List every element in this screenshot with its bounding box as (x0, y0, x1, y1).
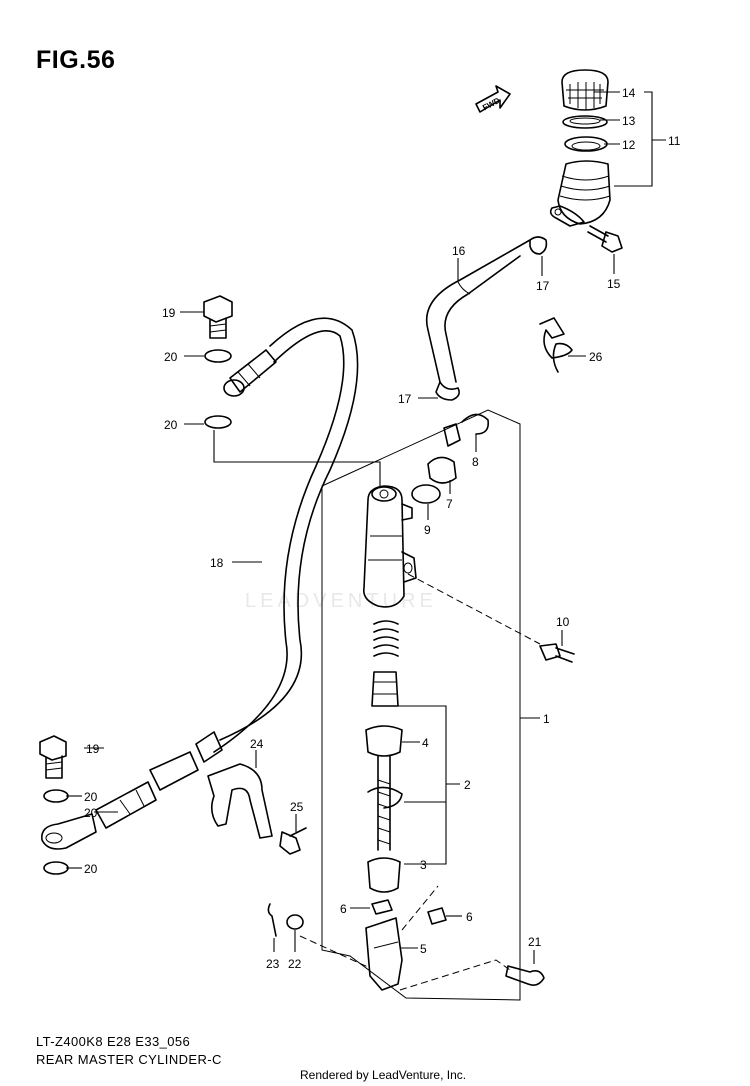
callout-20-upper-a: 20 (164, 350, 178, 364)
callout-9: 9 (424, 523, 431, 537)
callout-24: 24 (250, 737, 264, 751)
callout-10: 10 (556, 615, 570, 629)
forward-arrow-icon: FWD (475, 85, 511, 113)
hose-bracket (207, 763, 273, 839)
upper-banjo-bolt (203, 295, 233, 339)
rendered-by-credit: Rendered by LeadVenture, Inc. (300, 1068, 467, 1082)
callout-3: 3 (420, 858, 427, 872)
callout-19-upper: 19 (162, 306, 176, 320)
callout-6-right: 6 (466, 910, 473, 924)
upper-washer-bottom (204, 415, 232, 429)
reservoir-hose (426, 236, 548, 401)
clevis (365, 917, 403, 991)
group-box-1 (321, 409, 521, 1001)
clevis-pin (505, 965, 545, 986)
callout-2: 2 (464, 778, 471, 792)
callout-8: 8 (472, 455, 479, 469)
callout-23: 23 (266, 957, 280, 971)
callout-16: 16 (452, 244, 466, 258)
callout-15: 15 (607, 277, 621, 291)
callout-11: 11 (668, 134, 681, 148)
callout-17-lower: 17 (398, 392, 412, 406)
fwd-label: FWD (481, 96, 502, 113)
callout-20-lower-a: 20 (84, 790, 98, 804)
bracket-bolt (279, 827, 307, 855)
upper-washer-top (204, 349, 232, 363)
hose-clip (539, 317, 573, 373)
callout-25: 25 (290, 800, 304, 814)
callout-19-lower: 19 (86, 742, 100, 756)
figure-title: FIG.56 (36, 46, 116, 74)
master-cylinder-body (362, 485, 417, 608)
piston-assembly (365, 620, 403, 893)
callout-1: 1 (543, 712, 550, 726)
callout-20-lower-b: 20 (84, 806, 98, 820)
reservoir-assembly: FWD (475, 69, 623, 253)
callout-6-left: 6 (340, 902, 347, 916)
lower-banjo-bolt (39, 735, 67, 779)
model-code: LT-Z400K8 E28 E33_056 (36, 1034, 191, 1049)
callout-14: 14 (622, 86, 636, 100)
brake-hose (41, 317, 359, 850)
locknut-left (371, 899, 393, 915)
pin-washer (286, 914, 304, 930)
cotter-pin (267, 903, 277, 937)
callout-21: 21 (528, 935, 542, 949)
callout-17-upper: 17 (536, 279, 550, 293)
lower-washer-b (43, 861, 69, 875)
lower-washer-a (43, 789, 69, 803)
callout-18: 18 (210, 556, 224, 570)
callout-26: 26 (589, 350, 603, 364)
callout-7: 7 (446, 497, 453, 511)
o-ring (411, 484, 441, 504)
assembly-name: REAR MASTER CYLINDER-C (36, 1052, 222, 1067)
callout-12: 12 (622, 138, 636, 152)
callout-13: 13 (622, 114, 636, 128)
circlip (461, 413, 490, 435)
callout-20-upper-b: 20 (164, 418, 178, 432)
mounting-bolt (539, 643, 575, 663)
callout-20-lower-c: 20 (84, 862, 98, 876)
locknut-right (427, 907, 447, 925)
callout-4: 4 (422, 736, 429, 750)
callout-5: 5 (420, 942, 427, 956)
grommet (427, 456, 457, 484)
inlet-fitting (443, 423, 461, 447)
callout-22: 22 (288, 957, 302, 971)
